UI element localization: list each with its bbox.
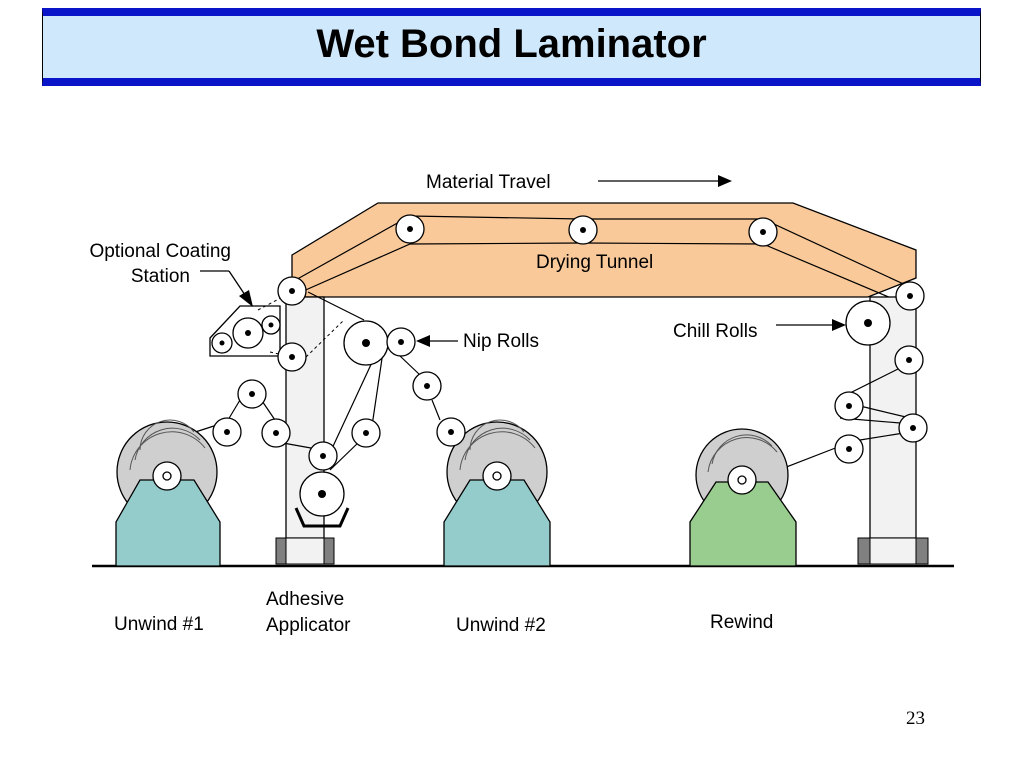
unwind-1-label: Unwind #1: [114, 614, 204, 635]
unwind-2: [443, 419, 551, 567]
adhesive-tray: [294, 507, 350, 528]
unwind-1: [115, 419, 221, 567]
roller: [277, 276, 307, 306]
roller: [261, 418, 291, 448]
nip-roll-large: [343, 320, 389, 366]
slide-title: Wet Bond Laminator: [316, 21, 707, 66]
roller: [308, 441, 338, 471]
roller: [232, 317, 264, 349]
roller: [436, 417, 466, 447]
left-column-lower: [285, 537, 325, 565]
roller: [895, 281, 925, 311]
roller: [261, 315, 281, 335]
coating-station-arrow: [200, 270, 253, 307]
coating-dash-3: [305, 319, 345, 358]
chill-rolls-label: Chill Rolls: [673, 321, 758, 342]
roller: [748, 217, 778, 247]
roller: [834, 391, 864, 421]
drying-tunnel: [291, 202, 917, 298]
roller: [894, 345, 924, 375]
roller: [211, 332, 233, 354]
right-column-lower: [869, 537, 917, 565]
chill-roll-large: [845, 300, 891, 346]
rewind: [689, 428, 797, 567]
roller: [277, 342, 307, 372]
roller: [212, 417, 242, 447]
material-travel-arrow: [598, 175, 732, 187]
adhesive-applicator-label-line1: Adhesive: [266, 589, 345, 610]
roller: [834, 434, 864, 464]
optional-coating-label-line1: Optional Coating: [89, 241, 231, 262]
roller: [568, 215, 598, 245]
optional-coating-label-line2: Station: [130, 266, 190, 287]
adhesive-applicator-label-line2: Applicator: [266, 615, 351, 636]
material-travel-label: Material Travel: [426, 172, 551, 193]
applicator-roll: [299, 471, 345, 517]
rollers: [211, 214, 928, 517]
drying-tunnel-label: Drying Tunnel: [536, 252, 654, 273]
title-bar: Wet Bond Laminator: [42, 8, 981, 86]
unwind-2-label: Unwind #2: [456, 615, 546, 636]
page-number: 23: [906, 708, 925, 729]
roller: [395, 214, 425, 244]
nip-rolls-arrow: [416, 335, 458, 347]
roller: [351, 418, 381, 448]
rewind-label: Rewind: [710, 612, 774, 633]
roller: [237, 379, 267, 409]
nip-rolls-label: Nip Rolls: [463, 331, 540, 352]
roller: [898, 413, 928, 443]
chill-rolls-arrow: [776, 319, 846, 331]
roller: [412, 371, 442, 401]
nip-roll-small: [386, 327, 416, 357]
